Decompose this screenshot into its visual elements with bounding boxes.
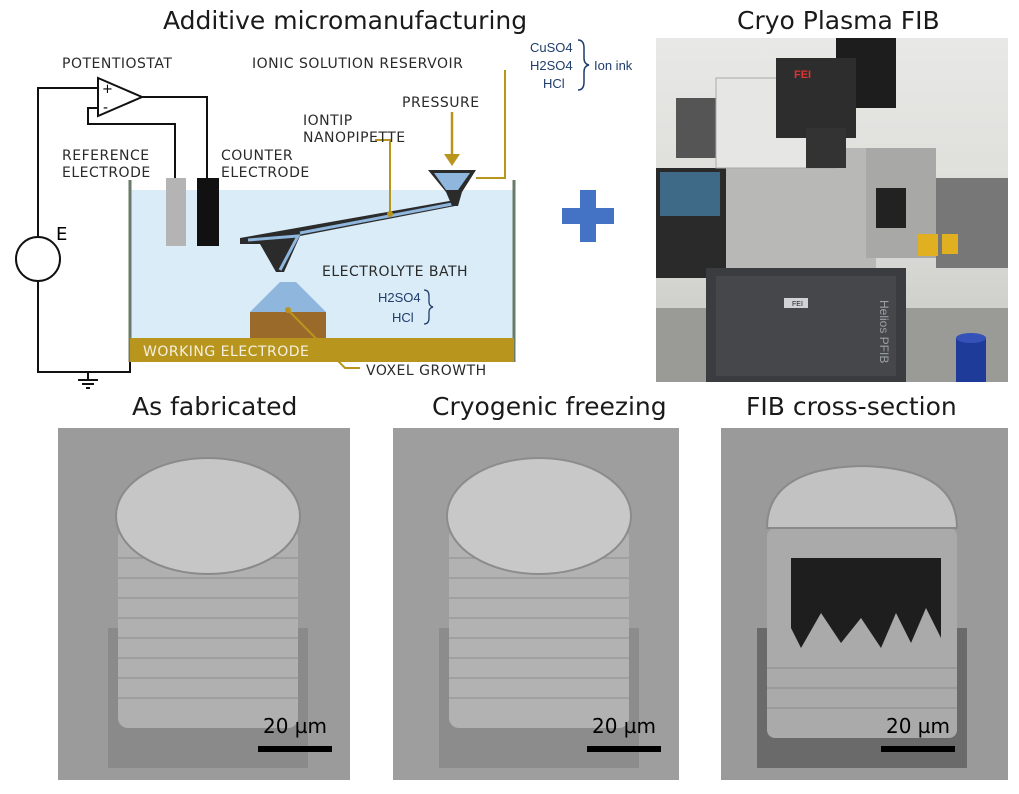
electrolyte-label: ELECTROLYTE BATH bbox=[322, 264, 468, 280]
voxel-block bbox=[250, 312, 326, 338]
sem-as-fabricated: 20 µm bbox=[58, 428, 350, 780]
fib-cross-section-title: FIB cross-section bbox=[746, 392, 957, 421]
reference-label-2: ELECTRODE bbox=[62, 165, 151, 181]
pressure-label: PRESSURE bbox=[402, 95, 480, 111]
bath-chem-2: HCl bbox=[392, 310, 414, 325]
cryo-fib-photo: FEI Helios PFIB FEI bbox=[656, 38, 1008, 382]
voxel-growth-label: VOXEL GROWTH bbox=[366, 363, 487, 379]
plus-terminal: + bbox=[102, 82, 113, 97]
brand-label: FEI bbox=[794, 69, 811, 81]
working-electrode bbox=[130, 338, 514, 362]
ion-ink-label: Ion ink bbox=[594, 58, 633, 73]
voltage-source bbox=[15, 236, 61, 282]
iontip-label-1: IONTIP bbox=[303, 113, 353, 129]
cryo-freezing-title: Cryogenic freezing bbox=[432, 392, 667, 421]
panel-brand: FEI bbox=[792, 301, 803, 308]
reference-label-1: REFERENCE bbox=[62, 148, 150, 164]
potentiostat-label: POTENTIOSTAT bbox=[62, 56, 172, 72]
potentiostat-symbol bbox=[97, 76, 145, 118]
ion-ink-chem-2: H2SO4 bbox=[530, 58, 573, 73]
reservoir-label: IONIC SOLUTION RESERVOIR bbox=[252, 56, 463, 72]
plus-icon bbox=[562, 190, 614, 242]
additive-title: Additive micromanufacturing bbox=[163, 6, 528, 35]
scale-bar-3 bbox=[881, 746, 955, 752]
micromanufacturing-schematic: WORKING ELECTRODE + - E POTENTIOSTAT REF… bbox=[15, 39, 633, 389]
ion-ink-chem-1: CuSO4 bbox=[530, 40, 573, 55]
bath-chem-1: H2SO4 bbox=[378, 290, 421, 305]
as-fabricated-title: As fabricated bbox=[132, 392, 298, 421]
counter-electrode bbox=[197, 178, 219, 246]
counter-label-2: ELECTRODE bbox=[221, 165, 310, 181]
sem-cryogenic-freezing: 20 µm bbox=[393, 428, 679, 780]
scale-bar-2 bbox=[587, 746, 661, 752]
scale-label-3: 20 µm bbox=[885, 714, 950, 738]
meniscus bbox=[250, 282, 326, 312]
ion-ink-chem-3: HCl bbox=[543, 76, 565, 91]
e-label: E bbox=[56, 224, 67, 245]
scale-label-2: 20 µm bbox=[591, 714, 656, 738]
reference-electrode bbox=[166, 178, 186, 246]
model-label: Helios PFIB bbox=[877, 300, 891, 363]
sem-fib-cross-section: 20 µm bbox=[721, 428, 1008, 780]
minus-terminal: - bbox=[103, 100, 108, 116]
iontip-label-2: NANOPIPETTE bbox=[303, 130, 406, 146]
scale-label-1: 20 µm bbox=[262, 714, 327, 738]
working-electrode-label: WORKING ELECTRODE bbox=[143, 344, 309, 360]
cryo-fib-title: Cryo Plasma FIB bbox=[737, 6, 940, 35]
scale-bar-1 bbox=[258, 746, 332, 752]
counter-label-1: COUNTER bbox=[221, 148, 293, 164]
